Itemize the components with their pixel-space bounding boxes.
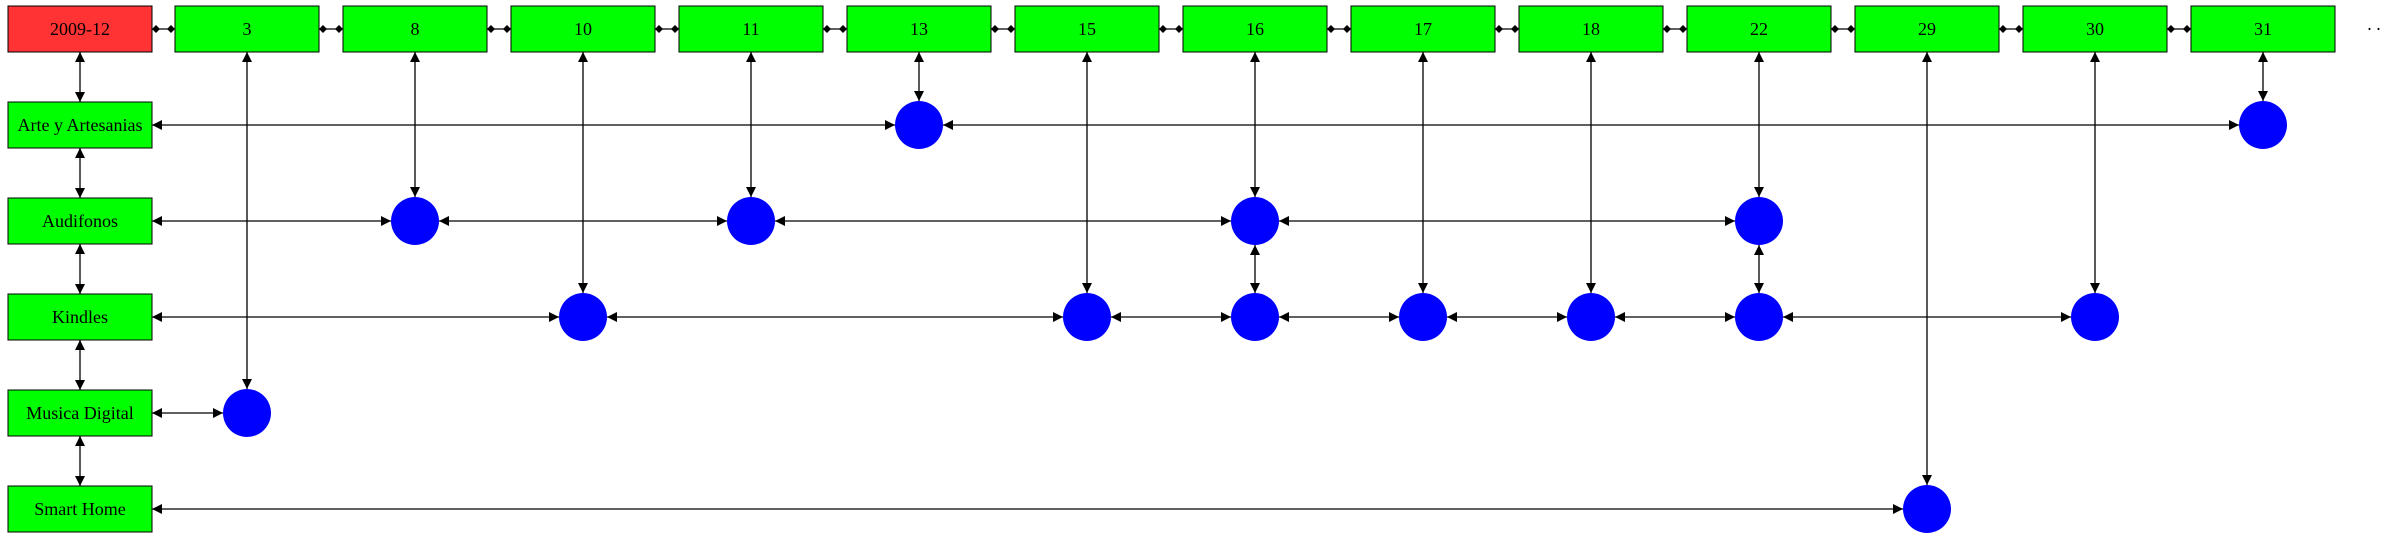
column-label-17: 17 [1414, 19, 1432, 39]
column-label-16: 16 [1246, 19, 1264, 39]
dot-16 [1231, 293, 1279, 341]
column-box-16 [1182, 5, 1328, 53]
dot-8 [391, 197, 439, 245]
row-box-0 [7, 101, 153, 149]
ellipsis-text: . . [2367, 14, 2381, 34]
column-label-15: 15 [1078, 19, 1096, 39]
header-box [7, 5, 153, 53]
column-label-10: 10 [574, 19, 592, 39]
column-label-18: 18 [1582, 19, 1600, 39]
column-box-13 [846, 5, 992, 53]
dot-30 [2071, 293, 2119, 341]
dot-22 [1735, 197, 1783, 245]
dot-10 [559, 293, 607, 341]
column-box-31 [2190, 5, 2336, 53]
column-label-22: 22 [1750, 19, 1768, 39]
column-label-29: 29 [1918, 19, 1936, 39]
dot-29 [1903, 485, 1951, 533]
dot-31 [2239, 101, 2287, 149]
column-box-10 [510, 5, 656, 53]
column-label-11: 11 [742, 19, 759, 39]
row-box-1 [7, 197, 153, 245]
column-label-13: 13 [910, 19, 928, 39]
dot-17 [1399, 293, 1447, 341]
dot-18 [1567, 293, 1615, 341]
dot-11 [727, 197, 775, 245]
edges [75, 25, 2268, 514]
column-box-30 [2022, 5, 2168, 53]
column-box-15 [1014, 5, 1160, 53]
row-label-3: Musica Digital [26, 403, 133, 423]
column-box-29 [1854, 5, 2000, 53]
dot-3 [223, 389, 271, 437]
dot-15 [1063, 293, 1111, 341]
row-label-4: Smart Home [34, 499, 126, 519]
row-label-0: Arte y Artesanias [18, 115, 143, 135]
column-label-8: 8 [411, 19, 420, 39]
column-label-3: 3 [243, 19, 252, 39]
row-box-2 [7, 293, 153, 341]
row-box-4 [7, 485, 153, 533]
dot-22 [1735, 293, 1783, 341]
column-box-11 [678, 5, 824, 53]
header-label: 2009-12 [50, 19, 110, 39]
column-box-8 [342, 5, 488, 53]
column-box-17 [1350, 5, 1496, 53]
column-label-30: 30 [2086, 19, 2104, 39]
column-box-18 [1518, 5, 1664, 53]
column-label-31: 31 [2254, 19, 2272, 39]
dot-16 [1231, 197, 1279, 245]
row-label-2: Kindles [52, 307, 108, 327]
row-label-1: Audifonos [42, 211, 118, 231]
row-box-3 [7, 389, 153, 437]
column-box-22 [1686, 5, 1832, 53]
dot-13 [895, 101, 943, 149]
column-box-3 [174, 5, 320, 53]
